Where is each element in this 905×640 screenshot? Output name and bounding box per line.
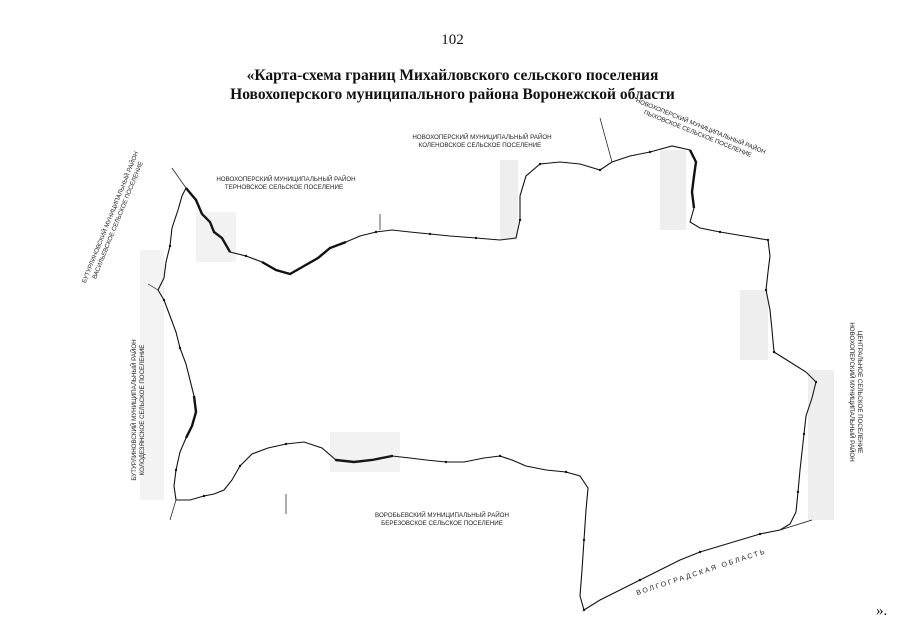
neighbor-label-centralnoe-settlement: ЦЕНТРАЛЬНОЕ СЕЛЬСКОЕ ПОСЕЛЕНИЕ: [856, 331, 863, 454]
neighbor-label-vasilevskoe-district: БУТУРЛИНОВСКИЙ МУНИЦИПАЛЬНЫЙ РАЙОН: [80, 150, 140, 284]
neighbor-label-kolodezyanskoe-district: БУТУРЛИНОВСКИЙ МУНИЦИПАЛЬНЫЙ РАЙОН: [130, 339, 138, 480]
neighbor-label-kolenovskoe-settlement: КОЛЕНОВСКОЕ СЕЛЬСКОЕ ПОСЕЛЕНИЕ: [419, 142, 542, 149]
map-title-line-1: «Карта-схема границ Михайловского сельск…: [246, 67, 659, 84]
boundary-bold-segment-northeast: [688, 149, 698, 209]
map-title-line-2: Новохоперского муниципального района Вор…: [230, 86, 675, 103]
neighbor-label-berezovskoe-district: ВОРОБЬЕВСКИЙ МУНИЦИПАЛЬНЫЙ РАЙОН: [375, 511, 509, 519]
neighbor-label-centralnoe-district: НОВОХОПЕРСКИЙ МУНИЦИПАЛЬНЫЙ РАЙОН: [848, 322, 856, 461]
connector-line: [169, 499, 177, 521]
closing-quote: ».: [876, 603, 888, 619]
boundary-bold-segment-south: [335, 454, 393, 464]
page-number: 102: [441, 32, 464, 48]
neighbor-label-pykhovskoe-settlement: ПЫХОВСКОЕ СЕЛЬСКОЕ ПОСЕЛЕНИЕ: [643, 109, 753, 159]
settlement-boundary: [157, 145, 817, 611]
neighbor-label-ternovskoe-settlement: ТЕРНОВСКОЕ СЕЛЬСКОЕ ПОСЕЛЕНИЕ: [225, 184, 343, 191]
neighbor-label-ternovskoe-district: НОВОХОПЕРСКИЙ МУНИЦИПАЛЬНЫЙ РАЙОН: [216, 175, 355, 183]
neighbor-label-kolodezyanskoe-settlement: КОЛОДЕЗЯНСКОЕ СЕЛЬСКОЕ ПОСЕЛЕНИЕ: [139, 345, 146, 476]
point-annotation-clusters: [140, 150, 834, 520]
neighbor-label-vasilevskoe-settlement: ВАСИЛЬЕВСКОЕ СЕЛЬСКОЕ ПОСЕЛЕНИЕ: [91, 161, 145, 280]
boundary-vertices: [162, 150, 818, 612]
map-title: «Карта-схема границ Михайловского сельск…: [0, 66, 905, 104]
boundary-bold-segment-west-lower: [184, 395, 198, 439]
neighbor-label-pykhovskoe-district: НОВОХОПЕРСКИЙ МУНИЦИПАЛЬНЫЙ РАЙОН: [635, 96, 767, 156]
neighbor-label-berezovskoe-settlement: БЕРЕЗОВСКОЕ СЕЛЬСКОЕ ПОСЕЛЕНИЕ: [381, 520, 503, 527]
connector-line: [147, 283, 159, 291]
connector-line: [599, 117, 613, 163]
connector-line: [171, 167, 187, 189]
neighbor-label-koлeновское-district: НОВОХОПЕРСКИЙ МУНИЦИПАЛЬНЫЙ РАЙОН: [412, 133, 551, 141]
boundary-bold-segment-north: [261, 240, 347, 276]
connector-line: [779, 519, 813, 531]
